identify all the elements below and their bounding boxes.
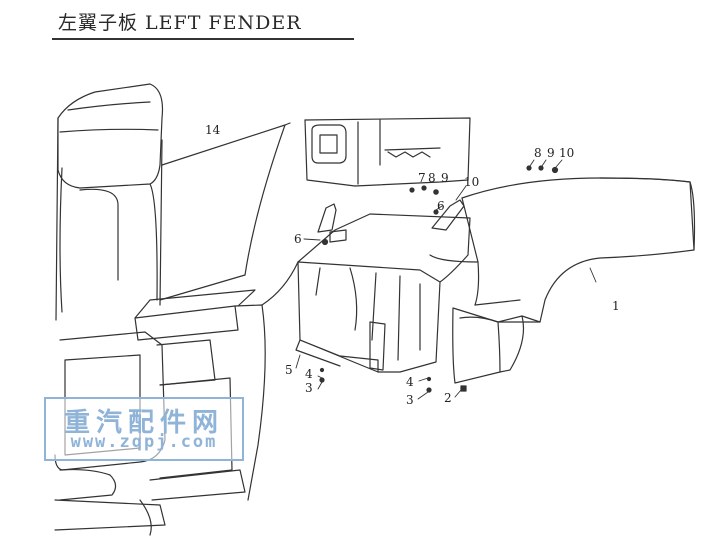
- watermark-url: www.zqpj.com: [70, 432, 218, 452]
- callout-6-right: 6: [437, 199, 445, 213]
- mounting-bracket-left: [317, 203, 347, 243]
- callout-2: 2: [444, 391, 452, 405]
- leader-lines: [295, 159, 597, 400]
- callout-8-mid: 8: [428, 171, 436, 185]
- cab-front-upper: [55, 83, 164, 321]
- callout-6-left: 6: [294, 232, 302, 246]
- callout-10-top: 10: [559, 146, 574, 160]
- fender-panel: [429, 177, 696, 384]
- callout-1: 1: [612, 299, 620, 313]
- callout-3-left: 3: [305, 381, 313, 395]
- callout-labels: 1 2 3 3 4 4 5 6 6 7 8 8 9 9 10 10 14: [205, 123, 620, 407]
- diagram-title: 左翼子板 LEFT FENDER: [58, 12, 302, 34]
- callout-9-mid: 9: [441, 171, 449, 185]
- cab-side-door: [159, 117, 471, 301]
- callout-5: 5: [285, 363, 293, 377]
- callout-14: 14: [205, 123, 221, 137]
- callout-3-right: 3: [406, 393, 414, 407]
- callout-4-right: 4: [406, 375, 414, 389]
- callout-9-top: 9: [547, 146, 555, 160]
- callout-8-top: 8: [534, 146, 542, 160]
- callout-7: 7: [418, 171, 426, 185]
- title-underline: [52, 38, 354, 40]
- mudguard-assembly: [295, 213, 471, 373]
- callout-10-mid: 10: [464, 175, 479, 189]
- watermark-site-name: 重汽配件网: [63, 408, 224, 438]
- callout-4-left: 4: [305, 367, 313, 381]
- watermark: 重汽配件网 www.zqpj.com: [44, 397, 244, 461]
- mounting-bracket-right: [431, 199, 465, 231]
